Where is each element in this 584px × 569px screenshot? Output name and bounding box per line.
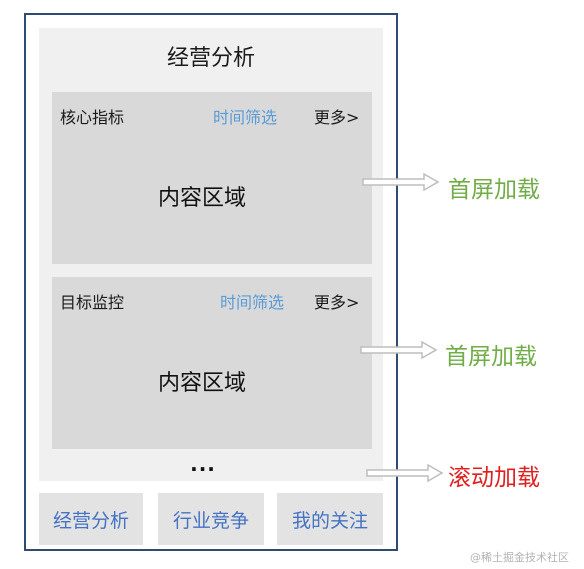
annotation-first-screen-load: 首屏加载 [448, 177, 540, 203]
more-link[interactable]: 更多> [314, 293, 360, 312]
card-title: 核心指标 [60, 108, 125, 127]
content-area-label: 内容区域 [157, 186, 246, 211]
arrow-right-icon [360, 340, 438, 360]
arrow-right-icon [366, 463, 444, 483]
annotation-scroll-load: 滚动加载 [448, 465, 540, 491]
tab-industry-competition[interactable]: 行业竞争 [158, 493, 264, 545]
more-link[interactable]: 更多> [314, 108, 360, 127]
arrow-right-icon [362, 172, 440, 192]
page-title: 经营分析 [166, 46, 255, 71]
tab-business-analysis[interactable]: 经营分析 [39, 493, 143, 545]
time-filter-link[interactable]: 时间筛选 [220, 293, 285, 312]
content-area-label: 内容区域 [157, 371, 246, 396]
card-title: 目标监控 [60, 293, 125, 312]
time-filter-link[interactable]: 时间筛选 [213, 108, 278, 127]
card-core-metrics: 核心指标 时间筛选 更多> 内容区域 [52, 92, 372, 264]
watermark: @稀土掘金技术社区 [470, 551, 569, 564]
tab-my-follows[interactable]: 我的关注 [277, 493, 383, 545]
more-content-ellipsis: ... [190, 452, 216, 476]
annotation-first-screen-load: 首屏加载 [445, 344, 537, 370]
card-target-monitoring: 目标监控 时间筛选 更多> 内容区域 [52, 277, 372, 449]
